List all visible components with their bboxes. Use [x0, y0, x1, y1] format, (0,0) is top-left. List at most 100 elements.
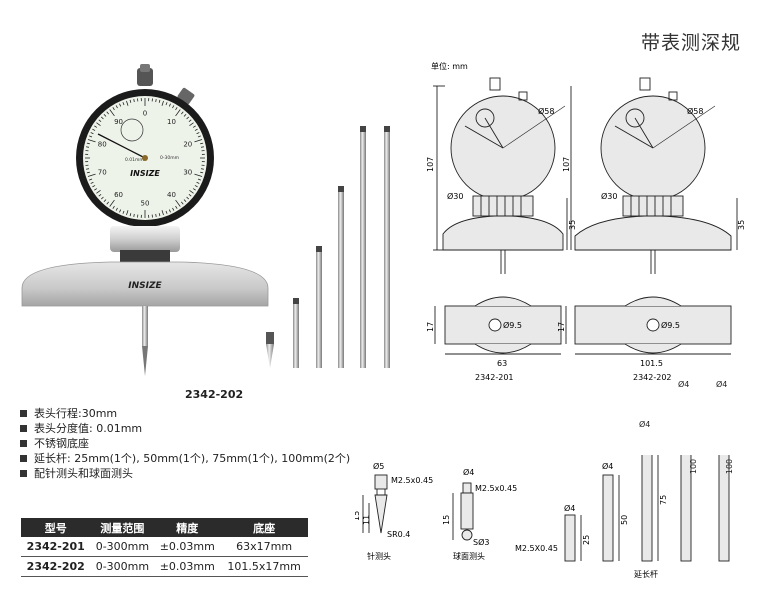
dial-tick	[183, 199, 187, 203]
dial-number: 90	[114, 118, 123, 126]
dial-tick	[106, 201, 109, 205]
rod-length: 100	[725, 458, 735, 475]
rod-diameter: Ø4	[678, 380, 690, 389]
dial-tick	[94, 125, 98, 128]
spec-header-range: 测量范围	[90, 518, 155, 537]
dial-tick	[115, 207, 118, 211]
dial-tick	[100, 116, 104, 120]
dial-tick	[200, 146, 205, 148]
feature-item: 表头行程:30mm	[20, 406, 350, 421]
dim-width-b: 101.5	[640, 359, 663, 368]
feature-item: 表头分度值: 0.01mm	[20, 421, 350, 436]
dial-tick	[112, 205, 115, 209]
dim-hole-a: Ø9.5	[503, 320, 522, 330]
spec-header-base: 底座	[220, 518, 308, 537]
dial-number: 30	[183, 168, 192, 176]
depth-base	[21, 261, 269, 307]
dial-tick	[85, 168, 90, 170]
dial-tick	[196, 181, 200, 184]
dial-tick	[189, 122, 194, 126]
technical-drawing: 单位: mm	[426, 61, 746, 382]
rod-diameter: Ø4	[564, 503, 575, 513]
accessory-needle-tip	[266, 332, 274, 368]
needle-thread: M2.5x0.45	[391, 476, 433, 485]
spec-header-accuracy: 精度	[154, 518, 221, 537]
dial-tick	[106, 111, 109, 115]
dim-dial-b: Ø58	[687, 106, 703, 116]
table-row: 2342-202 0-300mm ±0.03mm 101.5x17mm	[21, 556, 308, 577]
dial-number: 80	[98, 141, 107, 149]
dial-tick	[197, 178, 201, 181]
dial-tick	[112, 107, 115, 111]
spec-header-model: 型号	[21, 518, 91, 537]
accessory-rod-100a	[360, 126, 366, 368]
dial-tick	[158, 99, 161, 103]
model-label: 2342-202	[185, 388, 244, 401]
dial-tick	[200, 168, 205, 170]
spec-table: 型号 测量范围 精度 底座 2342-201 0-300mm ±0.03mm 6…	[21, 518, 308, 577]
dial-tick	[181, 201, 184, 205]
dial-tick	[103, 199, 107, 203]
feature-item: 延长杆: 25mm(1个), 50mm(1个), 75mm(1个), 100mm…	[20, 451, 350, 466]
dial-tick	[126, 100, 129, 106]
dial-tick	[155, 98, 157, 103]
dim-dial-a: Ø58	[538, 106, 554, 116]
sub-dial	[120, 118, 144, 142]
rod-length: 50	[620, 515, 629, 525]
dial-tick	[168, 103, 171, 107]
dial-tick	[194, 173, 203, 177]
dial-tick	[98, 119, 102, 122]
dial-number: 0	[143, 110, 147, 118]
rod-length: 25	[582, 535, 591, 545]
dial-tick	[200, 142, 204, 145]
dial-tick	[200, 171, 204, 174]
accessory-drawings: Ø5 M2.5x0.45 15 11 SR0.4 针测头 Ø4 M2.5x0.4…	[355, 455, 730, 579]
dim-stem-b: Ø30	[601, 191, 617, 201]
dim-height-b: 107	[562, 157, 571, 172]
ball-thread: M2.5x0.45	[475, 484, 517, 493]
accessory-rod-25	[293, 298, 299, 368]
dial-tick	[92, 185, 96, 188]
dim-base-b: 35	[737, 220, 746, 230]
dial-tick	[122, 102, 125, 106]
dial-tick	[129, 213, 132, 217]
dial-tick	[175, 205, 178, 209]
cell-model: 2342-202	[21, 556, 91, 577]
needle-radius: SR0.4	[387, 530, 410, 539]
dial-tick	[186, 196, 190, 200]
cell-base: 101.5x17mm	[220, 556, 308, 577]
dial-tick	[133, 213, 135, 218]
ball-caption: 球面测头	[453, 551, 485, 561]
dial-tick	[119, 209, 122, 213]
dial-number: 50	[141, 200, 150, 208]
feature-item: 配针测头和球面测头	[20, 466, 350, 481]
dial-range: 0-30mm	[160, 155, 179, 161]
dial-tick	[196, 132, 200, 135]
dial-tick	[92, 128, 96, 131]
dial-tick	[161, 100, 164, 106]
dial-tick	[183, 113, 187, 117]
dial-tick	[90, 132, 94, 135]
dial-tick	[175, 107, 178, 111]
dial-tick	[194, 139, 203, 143]
dial-tick	[89, 178, 93, 181]
dial-tick	[100, 196, 104, 200]
accessory-rod-75	[338, 186, 344, 368]
dial-tick	[165, 102, 168, 106]
dial-tick	[86, 142, 90, 145]
dial-tick	[168, 209, 171, 213]
needle-diameter: Ø5	[373, 461, 384, 471]
cell-range: 0-300mm	[90, 537, 155, 557]
dial-tick	[158, 213, 161, 217]
cell-model: 2342-201	[21, 537, 91, 557]
dial-tick	[189, 190, 194, 194]
needle-caption: 针测头	[367, 551, 391, 561]
cell-base: 63x17mm	[220, 537, 308, 557]
rods-caption: 延长杆	[634, 569, 658, 579]
accessory-rod-100b	[384, 126, 390, 368]
stem-collar	[110, 226, 180, 252]
dial-tick	[94, 188, 98, 191]
dial-tick	[172, 207, 175, 211]
ball-length: 15	[442, 515, 451, 525]
rod-thread: M2.5X0.45	[515, 544, 558, 553]
